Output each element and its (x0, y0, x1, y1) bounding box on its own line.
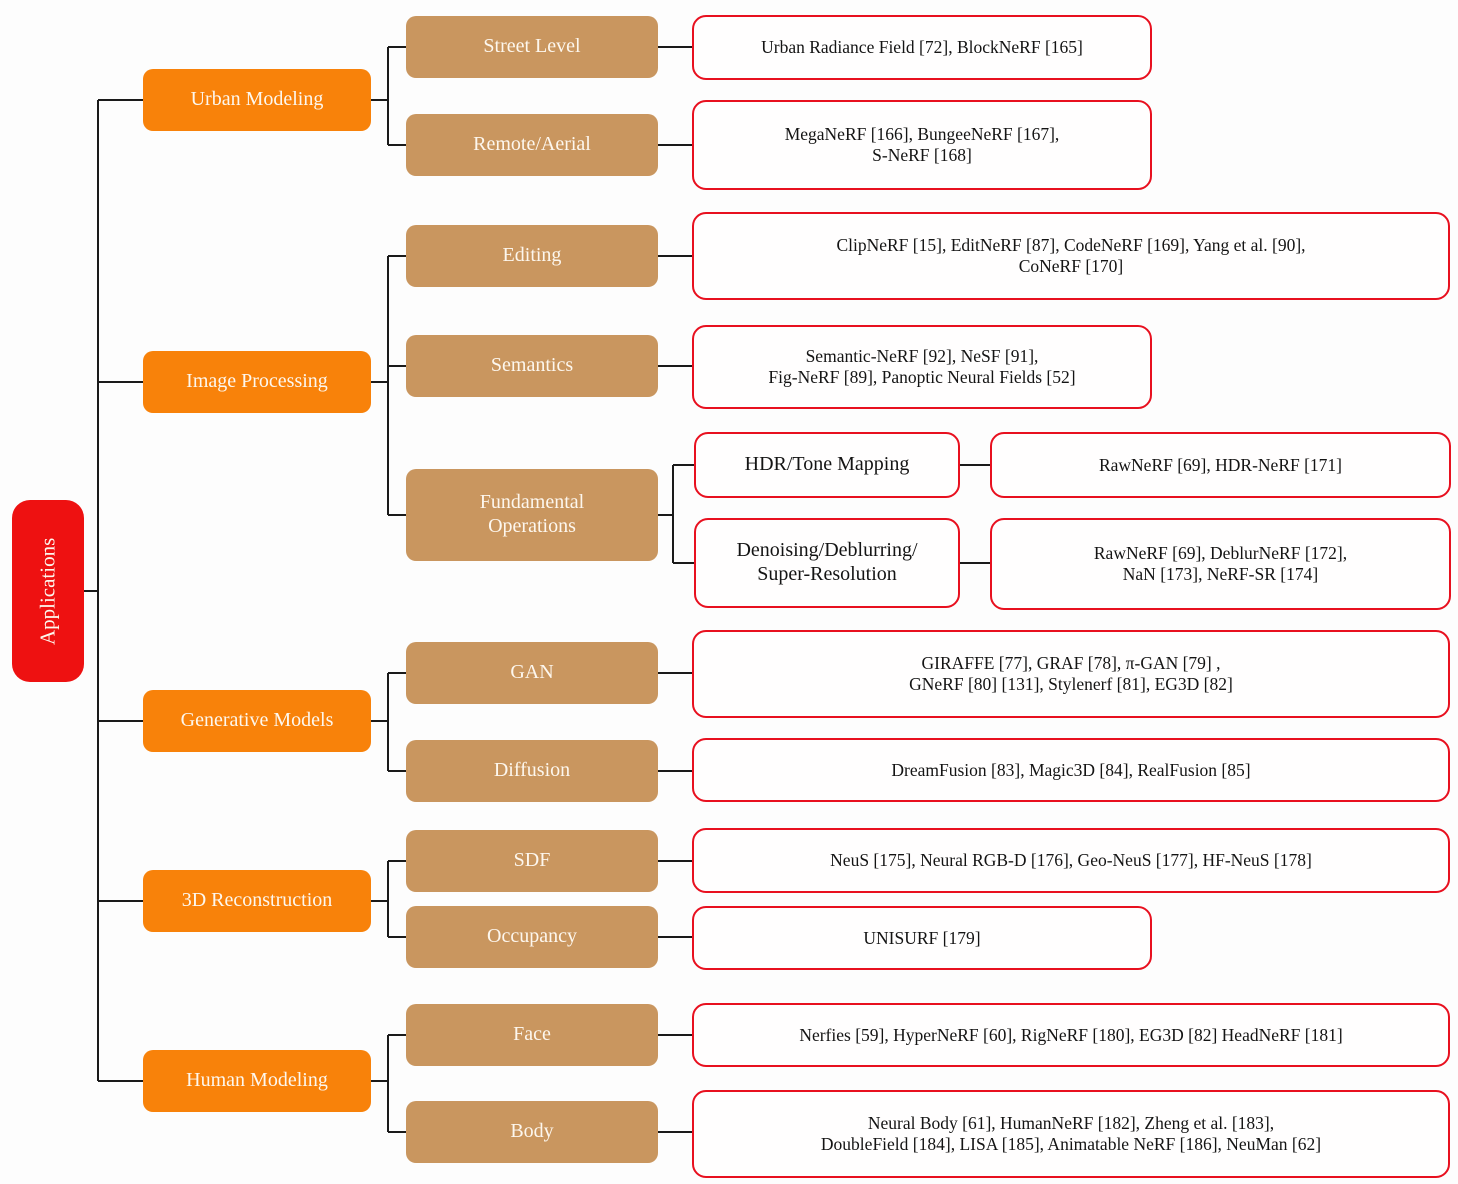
leaf-editing: ClipNeRF [15], EditNeRF [87], CodeNeRF [… (692, 212, 1450, 300)
category-remote-aerial: Remote/Aerial (406, 114, 658, 176)
category-occupancy: Occupancy (406, 906, 658, 968)
leaf-denoising-deblurring-super-resolution: RawNeRF [69], DeblurNeRF [172], NaN [173… (990, 518, 1451, 610)
category-editing: Editing (406, 225, 658, 287)
branch-human-modeling: Human Modeling (143, 1050, 371, 1112)
subcategory-denoising-deblurring-super-resolution: Denoising/Deblurring/ Super-Resolution (694, 518, 960, 608)
subcategory-hdr-tone-mapping: HDR/Tone Mapping (694, 432, 960, 498)
leaf-gan: GIRAFFE [77], GRAF [78], π-GAN [79] , GN… (692, 630, 1450, 718)
leaf-face: Nerfies [59], HyperNeRF [60], RigNeRF [1… (692, 1003, 1450, 1067)
category-face: Face (406, 1004, 658, 1066)
category-gan: GAN (406, 642, 658, 704)
branch-3d-reconstruction: 3D Reconstruction (143, 870, 371, 932)
leaf-sdf: NeuS [175], Neural RGB-D [176], Geo-NeuS… (692, 828, 1450, 893)
leaf-body: Neural Body [61], HumanNeRF [182], Zheng… (692, 1090, 1450, 1178)
root-label: Applications (35, 537, 60, 645)
category-fundamental-operations: Fundamental Operations (406, 469, 658, 561)
leaf-street-level: Urban Radiance Field [72], BlockNeRF [16… (692, 15, 1152, 80)
leaf-remote-aerial: MegaNeRF [166], BungeeNeRF [167], S-NeRF… (692, 100, 1152, 190)
branch-image-processing: Image Processing (143, 351, 371, 413)
root-node-applications: Applications (12, 500, 84, 682)
leaf-diffusion: DreamFusion [83], Magic3D [84], RealFusi… (692, 738, 1450, 802)
leaf-occupancy: UNISURF [179] (692, 906, 1152, 970)
leaf-semantics: Semantic-NeRF [92], NeSF [91], Fig-NeRF … (692, 325, 1152, 409)
branch-urban-modeling: Urban Modeling (143, 69, 371, 131)
category-diffusion: Diffusion (406, 740, 658, 802)
leaf-hdr-tone-mapping: RawNeRF [69], HDR-NeRF [171] (990, 432, 1451, 498)
category-semantics: Semantics (406, 335, 658, 397)
category-body: Body (406, 1101, 658, 1163)
branch-generative-models: Generative Models (143, 690, 371, 752)
category-street-level: Street Level (406, 16, 658, 78)
category-sdf: SDF (406, 830, 658, 892)
